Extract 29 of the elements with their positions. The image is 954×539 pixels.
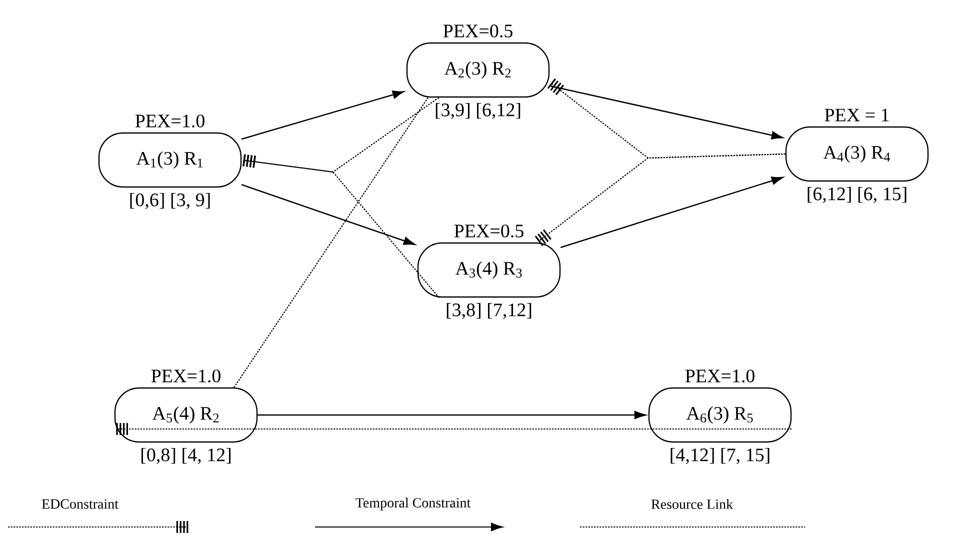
time-window-label: [0,8] [4, 12] <box>142 448 230 464</box>
probability-label: PEX=0.5 <box>454 224 524 238</box>
constraint-line <box>242 154 440 298</box>
arrow <box>560 176 784 248</box>
time-window-label: [6,12] [6, 15] <box>808 186 906 204</box>
constraint-line <box>116 423 792 435</box>
time-window-label: [0,6] [3, 9] <box>130 192 210 210</box>
time-window-label: [3,8] [7,12] <box>446 302 532 320</box>
activity-box: A$_{3}$(4) R$_{3}$ <box>417 242 561 298</box>
activity-box: A$_{6}$(3) R$_{5}$ <box>648 387 792 443</box>
activity-box: A$_{5}$(4) R$_{2}$ <box>114 387 258 443</box>
arrow <box>549 85 784 140</box>
probability-label: PEX=1.0 <box>685 370 754 382</box>
legend-label: Resource Link <box>651 499 734 509</box>
probability-label: PEX = 1 <box>824 108 889 122</box>
arrow <box>241 184 416 245</box>
activity-box: A$_{1}$(3) R$_{1}$ <box>98 132 242 188</box>
probability-label: PEX=1.0 <box>135 114 204 128</box>
arrow <box>241 90 404 140</box>
legend-label: EDConstraint <box>42 499 118 509</box>
activity-box: A$_{4}$(3) R$_{4}$ <box>785 126 929 182</box>
time-window-label: [3,9] [6,12] <box>436 102 520 120</box>
arrow <box>258 410 646 420</box>
legend-label: Temporal Constraint <box>356 498 471 510</box>
activity-box: A$_{2}$(3) R$_{2}$ <box>406 42 550 98</box>
connector-line <box>234 97 428 388</box>
probability-label: PEX=1.0 <box>151 370 220 382</box>
probability-label: PEX=0.5 <box>443 24 512 38</box>
time-window-label: [4,12] [7, 15] <box>670 448 770 464</box>
